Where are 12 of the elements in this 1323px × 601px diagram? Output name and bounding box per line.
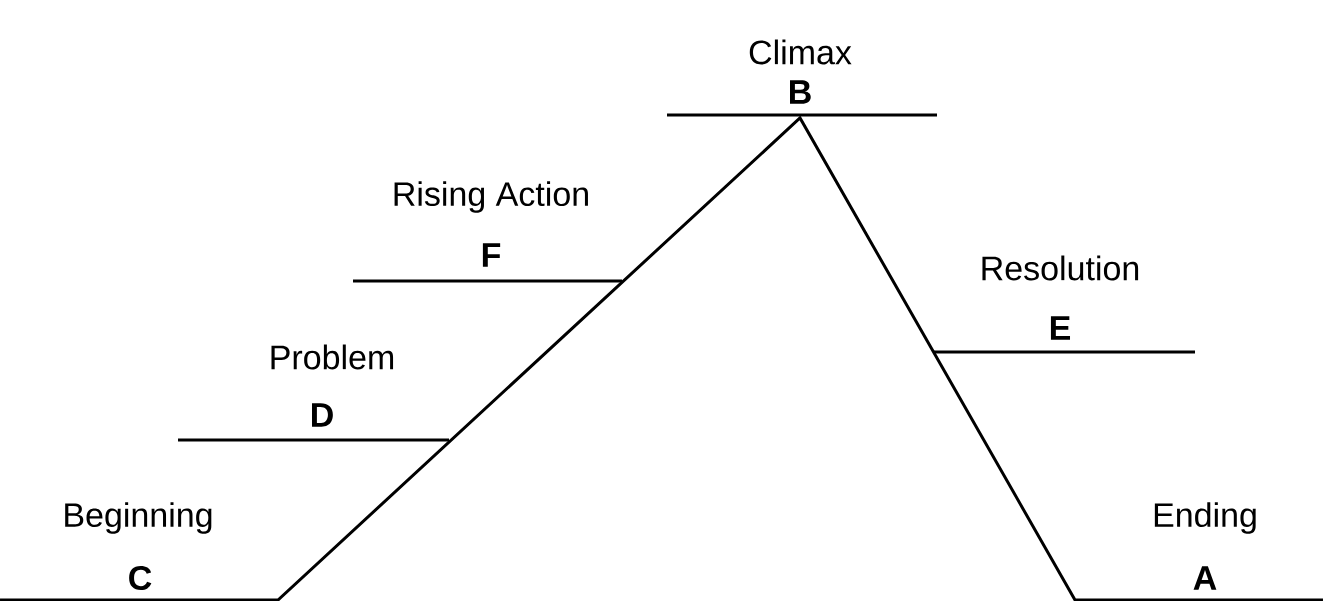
stage-label: Beginning [65, 502, 212, 534]
stage-label: Climax [749, 39, 852, 65]
stage-letter: F [482, 243, 501, 267]
stage-letter: E [1050, 316, 1070, 340]
stage-label: Resolution [982, 255, 1139, 281]
stage-letter: D [312, 403, 333, 427]
stage-label: Ending [1154, 502, 1256, 534]
stage-letter: A [1193, 566, 1217, 590]
stage-letter: B [790, 80, 811, 104]
stage-letter: C [129, 565, 152, 591]
stage-label: Problem [271, 344, 394, 370]
stage-label: Rising Action [394, 181, 588, 213]
